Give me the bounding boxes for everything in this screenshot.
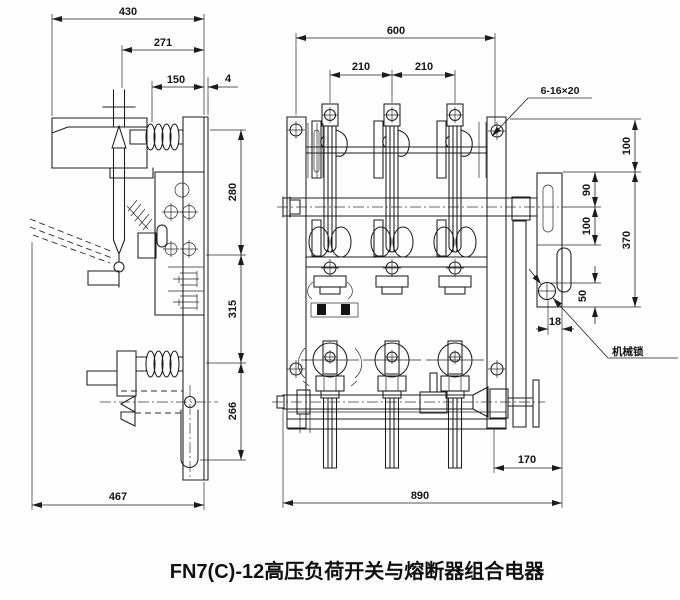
dim-label-210-right: 210 (415, 61, 433, 73)
shaft-lever-block (419, 391, 448, 414)
slot (542, 184, 554, 233)
dim-label-430: 430 (119, 6, 137, 18)
dim-label-266: 266 (227, 402, 239, 420)
dim-label-315: 315 (227, 300, 239, 318)
drawing-caption: FN7(C)-12高压负荷开关与熔断器组合电器 (170, 559, 545, 583)
front-lower-shaft (272, 372, 545, 433)
side-operating-rod (87, 89, 136, 288)
mechanism-hole (174, 182, 190, 198)
dim-label-4: 4 (225, 73, 232, 85)
side-view (29, 89, 218, 481)
hole-spec-callout: 6-16×20 (491, 85, 592, 137)
side-operating-handle (29, 218, 114, 264)
dim-label-100-top: 100 (621, 137, 633, 155)
dim-label-90: 90 (581, 184, 593, 196)
hex-nut (315, 375, 345, 392)
side-body-column (182, 116, 209, 481)
dim-label-271: 271 (154, 37, 172, 49)
dim-label-18: 18 (549, 316, 561, 328)
fuse-tube (447, 397, 463, 469)
dim-label-150: 150 (167, 74, 185, 86)
clamp-block (341, 304, 350, 315)
spring-clip (297, 347, 363, 387)
side-top-bracket (51, 117, 154, 179)
dim-label-100-mid: 100 (581, 217, 593, 235)
dim-label-50: 50 (577, 290, 589, 302)
pole-2 (363, 70, 421, 469)
dim-label-600: 600 (387, 25, 405, 37)
dim-label-467: 467 (109, 491, 127, 503)
dimensions-side-view: 430 271 150 4 280 315 266 467 (31, 6, 246, 510)
capsule-link (156, 224, 168, 248)
link-rod-end (556, 247, 572, 293)
mechanism-plate (512, 172, 572, 428)
hex-nut (377, 375, 407, 392)
pole-3 (426, 70, 484, 469)
dim-label-210-left: 210 (352, 61, 370, 73)
spring-clip (307, 281, 353, 300)
dim-label-890: 890 (411, 490, 429, 502)
hole-spec-label: 6-16×20 (541, 85, 580, 97)
side-upper-insulator (129, 123, 184, 151)
hex-nut (440, 375, 470, 392)
dim-label-370: 370 (621, 231, 633, 249)
clamp-block (317, 304, 326, 315)
fuse-clip-symbol (173, 271, 199, 287)
front-upper-shaft (277, 196, 566, 221)
bracket-plate (536, 172, 563, 308)
mechanical-lock-callout: 机械锁 (552, 297, 678, 359)
front-frame (286, 116, 507, 430)
side-lower-insulator (86, 350, 184, 427)
fuse-tube (322, 397, 338, 469)
side-mechanism-housing (126, 171, 205, 316)
dimensions-front-view: 600 210 210 6-16×20 100 370 90 100 50 18… (282, 25, 678, 508)
shaft-roller (489, 388, 509, 419)
fuse-clip-symbol (173, 294, 199, 310)
dim-label-280: 280 (227, 183, 239, 201)
side-lower-shaft (100, 385, 218, 478)
front-view (272, 70, 572, 469)
dim-label-170: 170 (518, 454, 536, 466)
spring-hatch (126, 199, 153, 231)
fuse-tube (384, 397, 400, 469)
mechanical-lock-label: 机械锁 (612, 345, 644, 358)
